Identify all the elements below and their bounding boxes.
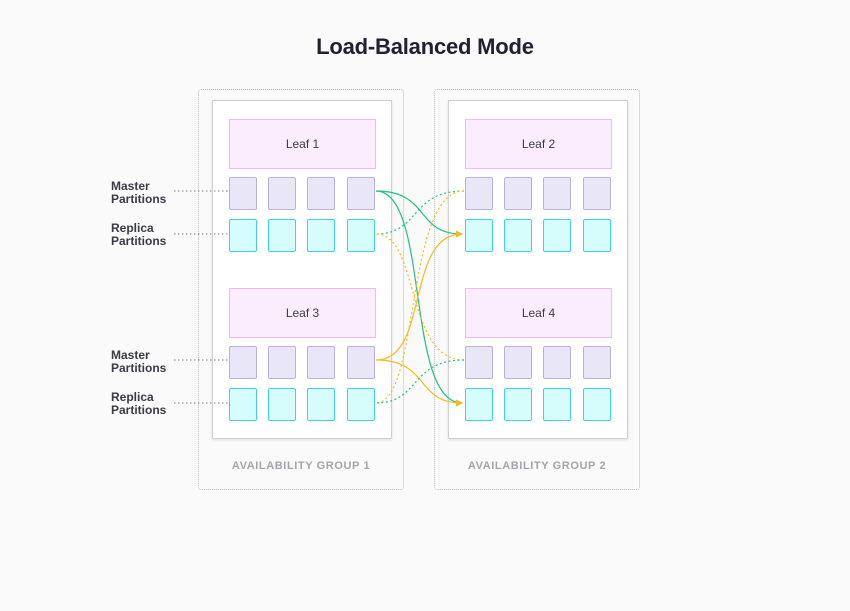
label-line: Replica: [111, 390, 154, 404]
master-partitions-label: Master Partitions: [111, 180, 166, 206]
master-partition: [307, 177, 335, 210]
replica-partition: [347, 219, 375, 252]
label-line: Master: [111, 348, 150, 362]
replica-partitions-row: [465, 388, 612, 422]
replica-partition: [307, 388, 335, 421]
replica-partitions-label: Replica Partitions: [111, 391, 166, 417]
label-line: Partitions: [111, 234, 167, 248]
replica-partitions-row: [465, 219, 612, 253]
replica-partitions-label: Replica Partitions: [111, 222, 166, 248]
master-partition: [307, 346, 335, 379]
replica-partition: [543, 219, 571, 252]
replica-partition: [583, 219, 611, 252]
replication-arrow: [375, 359, 463, 407]
label-line: Master: [111, 179, 150, 193]
master-partition: [543, 346, 571, 379]
replica-partition: [504, 219, 532, 252]
replica-partition: [504, 388, 532, 421]
diagram-title: Load-Balanced Mode: [316, 34, 534, 59]
master-partition: [504, 177, 532, 210]
master-partitions-row: [229, 177, 376, 211]
master-partition: [583, 177, 611, 210]
label-line: Replica: [111, 221, 154, 235]
master-partitions-row: [229, 346, 376, 380]
replica-partition: [268, 219, 296, 252]
replication-arrow: [375, 230, 463, 361]
replica-partitions-row: [229, 388, 376, 422]
master-partitions-row: [465, 346, 612, 380]
master-partition: [465, 346, 493, 379]
replica-partition: [465, 388, 493, 421]
replication-arrow: [375, 190, 463, 238]
master-partition: [543, 177, 571, 210]
availability-group-1: Leaf 1 Leaf 3 AVAILABILITY GROUP 1: [198, 89, 404, 490]
replica-partition: [268, 388, 296, 421]
availability-group-2: Leaf 2 Leaf 4 AVAILABILITY GROUP 2: [434, 89, 640, 490]
master-partitions-row: [465, 177, 612, 211]
replica-partition: [229, 219, 257, 252]
replication-link-dotted: [375, 233, 465, 361]
master-partition: [504, 346, 532, 379]
node-box: Leaf 2 Leaf 4: [448, 100, 628, 439]
master-partition: [229, 177, 257, 210]
master-partition: [268, 177, 296, 210]
replica-partition: [307, 219, 335, 252]
leaf-4: Leaf 4: [465, 288, 612, 338]
label-line: Partitions: [111, 403, 167, 417]
label-line: Partitions: [111, 192, 167, 206]
replica-partition: [583, 388, 611, 421]
master-partition: [583, 346, 611, 379]
master-partition: [465, 177, 493, 210]
replication-link-dotted: [375, 190, 465, 235]
label-line: Partitions: [111, 361, 167, 375]
group-label: AVAILABILITY GROUP 1: [231, 460, 371, 472]
master-partition: [347, 177, 375, 210]
replica-partitions-row: [229, 219, 376, 253]
replication-arrow: [375, 190, 463, 407]
master-partition: [229, 346, 257, 379]
master-partitions-label: Master Partitions: [111, 349, 166, 375]
group-label: AVAILABILITY GROUP 2: [467, 460, 607, 472]
leaf-2: Leaf 2: [465, 119, 612, 169]
leaf-3: Leaf 3: [229, 288, 376, 338]
node-box: Leaf 1 Leaf 3: [212, 100, 392, 439]
replication-link-dotted: [375, 359, 465, 404]
replica-partition: [465, 219, 493, 252]
replica-partition: [347, 388, 375, 421]
leaf-1: Leaf 1: [229, 119, 376, 169]
replication-link-dotted: [375, 190, 465, 404]
master-partition: [347, 346, 375, 379]
replica-partition: [543, 388, 571, 421]
master-partition: [268, 346, 296, 379]
replica-partition: [229, 388, 257, 421]
